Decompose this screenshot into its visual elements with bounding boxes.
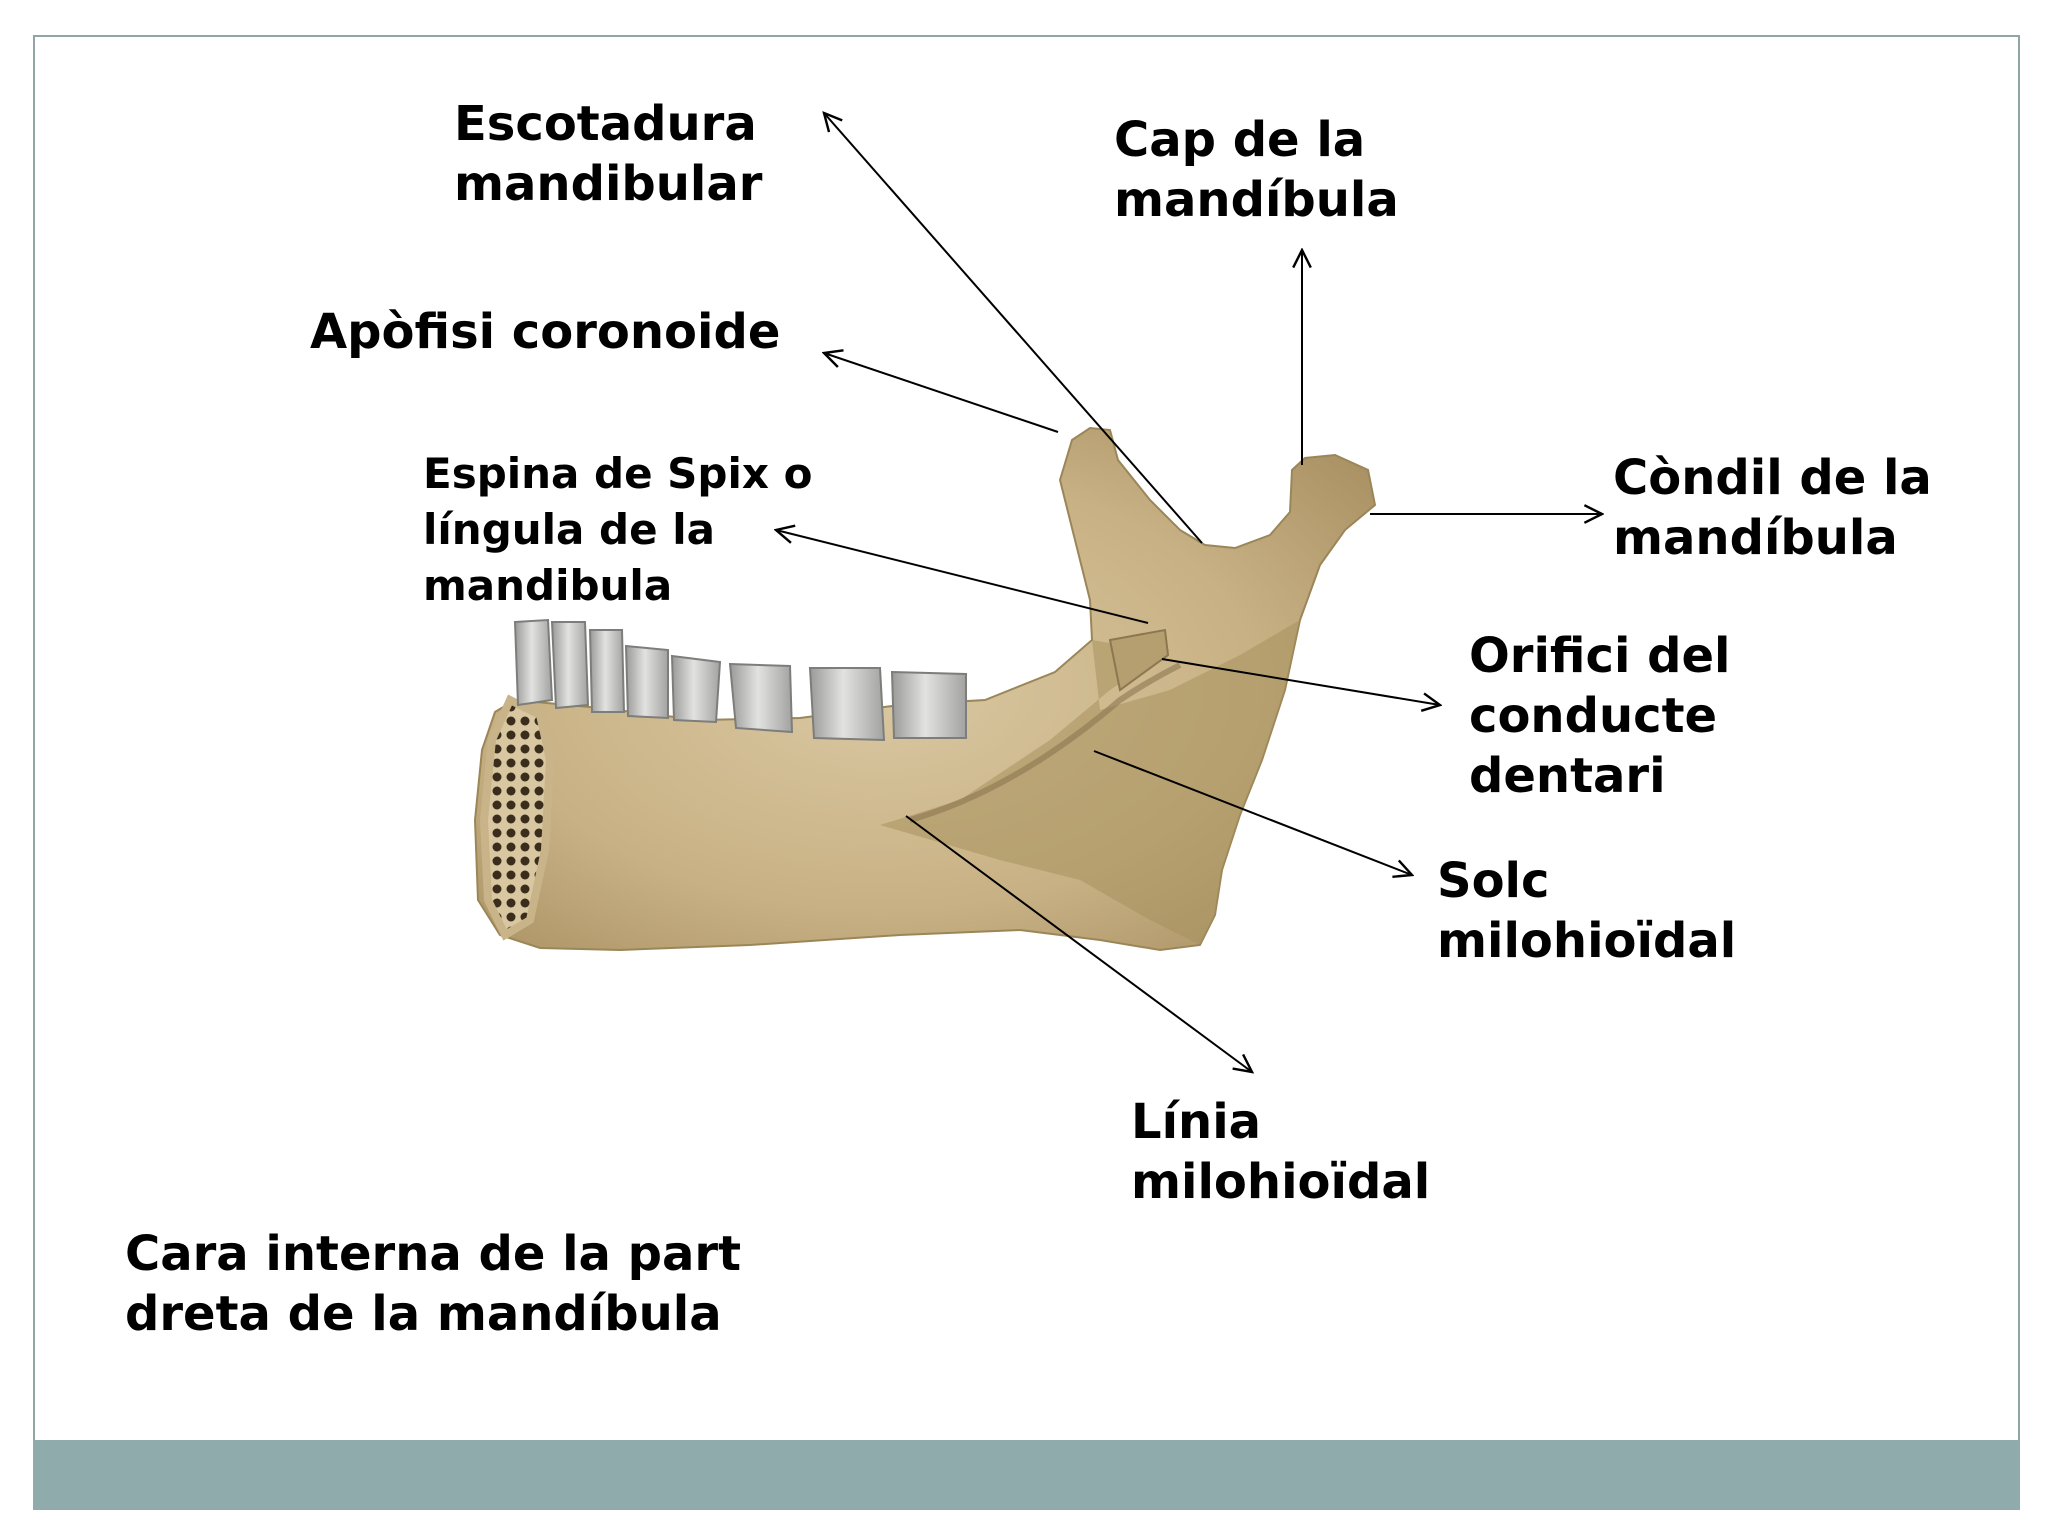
tooth <box>588 629 626 713</box>
label-apofisi-coronoide: Apòfisi coronoide <box>310 304 781 360</box>
label-escotadura-mandibular: Escotadura mandibular <box>454 96 763 212</box>
tooth <box>808 667 886 742</box>
leader-lines <box>776 113 1602 1072</box>
teeth <box>513 618 967 742</box>
tooth <box>728 662 794 734</box>
arrow-escotadura <box>824 113 1203 544</box>
label-orifici-del-conducte-dentari: Orifici del conducte dentari <box>1469 628 1731 804</box>
arrow-apofisi <box>824 353 1059 433</box>
label-solc-milohioidal: Solc milohioïdal <box>1437 853 1737 969</box>
mandible-illustration <box>473 426 1377 952</box>
label-cap-de-la-mandibula: Cap de la mandíbula <box>1114 112 1399 228</box>
mylohyoid-ridge-shading <box>909 662 1182 823</box>
arrow-espina <box>776 530 1149 624</box>
cut-section <box>479 694 555 941</box>
arrow-linia <box>905 815 1252 1072</box>
caption: Cara interna de la part dreta de la mand… <box>125 1226 742 1342</box>
tooth <box>624 644 669 720</box>
tooth <box>670 654 722 724</box>
arrow-solc <box>1093 750 1412 875</box>
tooth <box>550 621 590 710</box>
label-condil-de-la-mandibula: Còndil de la mandíbula <box>1613 450 1932 566</box>
mandible-shadow <box>880 620 1300 945</box>
lingula-ridge <box>1108 628 1170 692</box>
label-espina-de-spix: Espina de Spix o língula de la mandibula <box>423 449 813 610</box>
footer-bar <box>33 1440 2020 1510</box>
tooth <box>890 670 967 739</box>
label-linia-milohioidal: Línia milohioïdal <box>1131 1094 1431 1210</box>
arrow-orifici <box>1161 658 1440 705</box>
tooth <box>513 618 554 707</box>
